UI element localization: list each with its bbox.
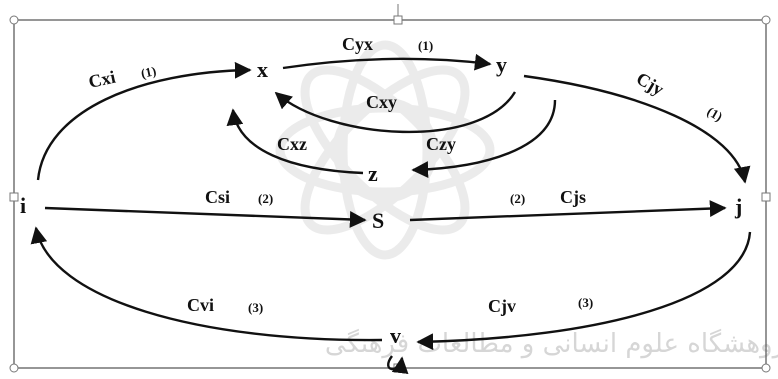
edge-x-to-y [282,53,492,71]
edge-label-cxy: Cxy [366,92,397,112]
node-j: j [734,194,742,219]
node-v: v [390,323,401,348]
node-i: i [20,193,26,218]
edge-label-czy: Czy [426,134,456,154]
node-x: x [257,57,268,82]
nodes: x y z i j S v [20,52,742,348]
edge-label-cjy: Cjy [633,68,667,99]
node-z: z [368,161,378,186]
node-s: S [372,208,384,233]
edge-y-to-z [411,99,557,178]
edge-label-cjv: Cjv [488,296,516,316]
edge-y-to-j [523,74,751,184]
edge-tag-cyx: (1) [418,38,433,53]
watermark-emblem [275,40,495,260]
edge-tag-cvi: (3) [248,300,263,315]
edge-tag-csi: (2) [258,191,273,206]
edge-label-cvi: Cvi [187,295,214,315]
edge-tag-cxi: (1) [140,63,158,81]
edge-label-cxi: Cxi [87,67,118,92]
edge-tag-cjs: (2) [510,191,525,206]
edge-v-to-i [30,226,383,342]
edge-z-to-x [226,108,364,175]
edge-labels: Cyx (1) Cxi (1) Cjy (1) Cxy Cxz Czy Csi … [87,34,725,316]
edge-y-to-x [274,91,517,134]
edge-label-cxz: Cxz [277,134,307,154]
edge-i-to-x [36,61,252,181]
edge-s-to-j [409,200,727,222]
edge-label-cjs: Cjs [560,187,586,207]
edge-label-cyx: Cyx [342,34,373,54]
edge-i-to-s [44,206,367,228]
node-y: y [496,52,507,77]
edge-label-csi: Csi [205,187,230,207]
edge-v-self-loop [387,355,409,375]
edge-tag-cjy: (1) [705,104,726,125]
edge-j-to-v [416,231,752,351]
edges [30,53,752,375]
edge-tag-cjv: (3) [578,295,593,310]
